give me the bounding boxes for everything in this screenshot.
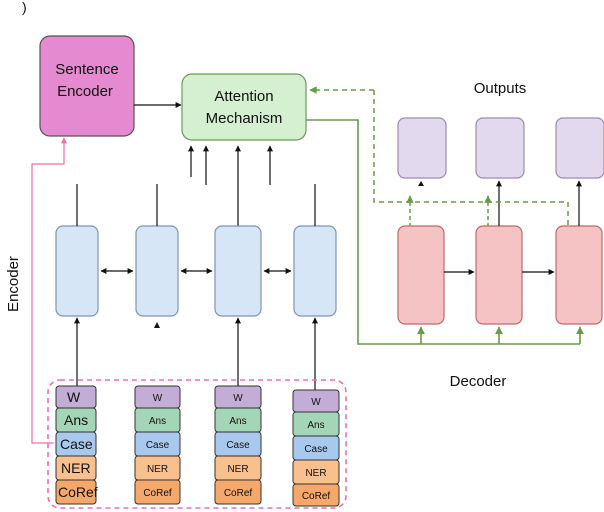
- feature-ans-label-1: Ans: [64, 412, 88, 428]
- feature-ner-label-3: NER: [227, 464, 248, 475]
- sentence-encoder-box: [39, 35, 135, 137]
- feature-ans-label-3: Ans: [229, 416, 246, 427]
- feature-w-label-1: W: [67, 389, 81, 405]
- features-container: [47, 379, 347, 509]
- feature-ner-label-4: NER: [305, 468, 326, 479]
- feature-stack-4: W Ans Case NER CoRef: [292, 389, 340, 507]
- feature-ner-label-2: NER: [147, 464, 168, 475]
- feature-stack-1: W Ans Case NER CoRef: [55, 385, 98, 505]
- feature-coref-3: [214, 479, 262, 505]
- decoder-cells: [397, 225, 603, 325]
- attention-label-line1: Attention: [214, 88, 273, 105]
- attention-box: [181, 73, 307, 141]
- feature-w-label-2: W: [153, 393, 163, 404]
- encoder-cell-4: [293, 225, 337, 317]
- decoder-cell-2: [475, 225, 523, 325]
- decoder-label: Decoder: [450, 373, 507, 390]
- encoder-label: Encoder: [5, 256, 22, 312]
- pink-path-to-sentence-encoder: [31, 137, 67, 444]
- feature-stack-3: W Ans Case NER CoRef: [214, 385, 262, 505]
- encoder-cells: [55, 225, 337, 317]
- encoder-cell-3: [214, 225, 262, 317]
- feature-case-label-3: Case: [226, 440, 250, 451]
- encoder-cell-2: [135, 225, 179, 317]
- feature-case-label-1: Case: [60, 436, 93, 452]
- sentence-encoder-label-line2: Encoder: [57, 83, 113, 100]
- attention-block: Attention Mechanism: [181, 73, 307, 141]
- sentence-encoder-label-line1: Sentence: [55, 61, 118, 78]
- feature-ans-label-4: Ans: [307, 420, 324, 431]
- output-boxes: [397, 117, 604, 179]
- feature-case-label-4: Case: [304, 444, 328, 455]
- feature-coref-label-2: CoRef: [143, 488, 172, 499]
- attention-label-line2: Mechanism: [206, 110, 283, 127]
- decoder-cell-1: [397, 225, 445, 325]
- feature-coref-label-3: CoRef: [224, 488, 253, 499]
- feature-ans-label-2: Ans: [149, 416, 166, 427]
- feature-ner-label-1: NER: [61, 460, 91, 476]
- fragment-text: ): [22, 0, 27, 15]
- feature-stack-2: W Ans Case NER CoRef: [134, 385, 181, 505]
- feature-coref-4: [292, 483, 340, 507]
- encoder-cell-1: [55, 225, 99, 317]
- feature-coref-label-1: CoRef: [58, 484, 98, 500]
- arrowhead-icon: [418, 181, 424, 186]
- feature-coref-label-4: CoRef: [302, 491, 331, 502]
- sentence-encoder-block: Sentence Encoder: [39, 35, 135, 137]
- attention-context-line: [306, 119, 580, 345]
- attention-feedback-dashed: [309, 86, 569, 226]
- output-box-2: [475, 117, 525, 179]
- outputs-label: Outputs: [474, 80, 527, 97]
- feature-coref-1: [55, 479, 97, 505]
- output-box-1: [397, 117, 447, 179]
- feature-w-label-3: W: [233, 393, 243, 404]
- feature-w-label-4: W: [311, 397, 321, 408]
- arrowhead-icon: [154, 322, 160, 328]
- output-box-3: [555, 117, 604, 179]
- feature-coref-2: [134, 479, 181, 505]
- feature-case-label-2: Case: [146, 440, 170, 451]
- decoder-cell-3: [555, 225, 603, 325]
- dashed-feedback-main: [373, 90, 569, 226]
